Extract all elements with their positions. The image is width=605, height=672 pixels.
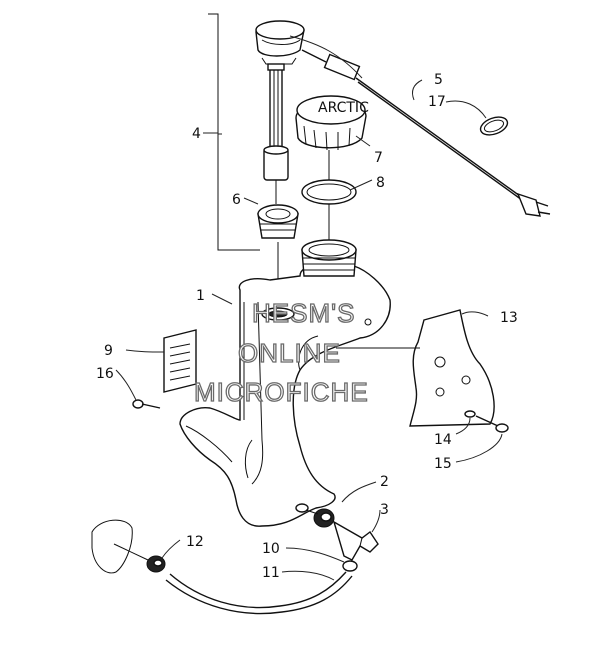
grommet-6 xyxy=(257,204,299,239)
callout-15: 15 xyxy=(434,456,452,472)
callout-9: 9 xyxy=(104,343,113,359)
callout-11: 11 xyxy=(262,565,280,581)
callout-5: 5 xyxy=(434,72,443,88)
screw-16 xyxy=(132,399,161,409)
grommet-12 xyxy=(146,555,166,573)
callout-6: 6 xyxy=(232,192,241,208)
fuel-gauge-float xyxy=(263,145,289,181)
cap-embossing: ARCTIC xyxy=(318,100,369,116)
fuel-gauge-cap xyxy=(255,20,305,65)
watermark: HESM'S ONLINE MICROFICHE xyxy=(193,297,369,407)
fuel-tank-1 xyxy=(179,265,391,527)
callout-17: 17 xyxy=(428,94,446,110)
grommet-2 xyxy=(305,508,335,528)
callout-2: 2 xyxy=(380,474,389,490)
callout-16: 16 xyxy=(96,366,114,382)
washer-14 xyxy=(464,410,476,418)
callout-13: 13 xyxy=(500,310,518,326)
watermark-line-3: MICROFICHE xyxy=(194,377,369,407)
fuel-gauge-stem xyxy=(267,63,285,148)
callout-12: 12 xyxy=(186,534,204,550)
leader-lines xyxy=(115,35,503,581)
callout-4: 4 xyxy=(192,126,201,142)
callout-8: 8 xyxy=(376,175,385,191)
gasket-8 xyxy=(301,179,357,205)
screw-15 xyxy=(475,415,509,433)
fitting-3 xyxy=(332,520,379,561)
wire-harness-5 xyxy=(301,49,551,217)
mount-outline xyxy=(91,519,149,574)
tank-filler-neck xyxy=(301,239,357,277)
decal-9 xyxy=(163,329,197,393)
callout-labels: 1 2 3 4 5 6 7 8 9 10 11 12 13 14 15 16 1… xyxy=(96,72,518,581)
filler-cap-7: ARCTIC xyxy=(295,95,369,151)
hose-11 xyxy=(165,571,353,615)
heat-shield-13 xyxy=(336,309,495,427)
watermark-line-2: ONLINE xyxy=(238,338,341,368)
watermark-line-1: HESM'S xyxy=(252,298,355,328)
callout-10: 10 xyxy=(262,541,280,557)
clamp-10 xyxy=(342,560,358,572)
callout-14: 14 xyxy=(434,432,452,448)
callout-1: 1 xyxy=(196,288,205,304)
callout-7: 7 xyxy=(374,150,383,166)
clamp-17 xyxy=(479,116,509,136)
bracket-item-4 xyxy=(203,13,260,251)
callout-3: 3 xyxy=(380,502,389,518)
